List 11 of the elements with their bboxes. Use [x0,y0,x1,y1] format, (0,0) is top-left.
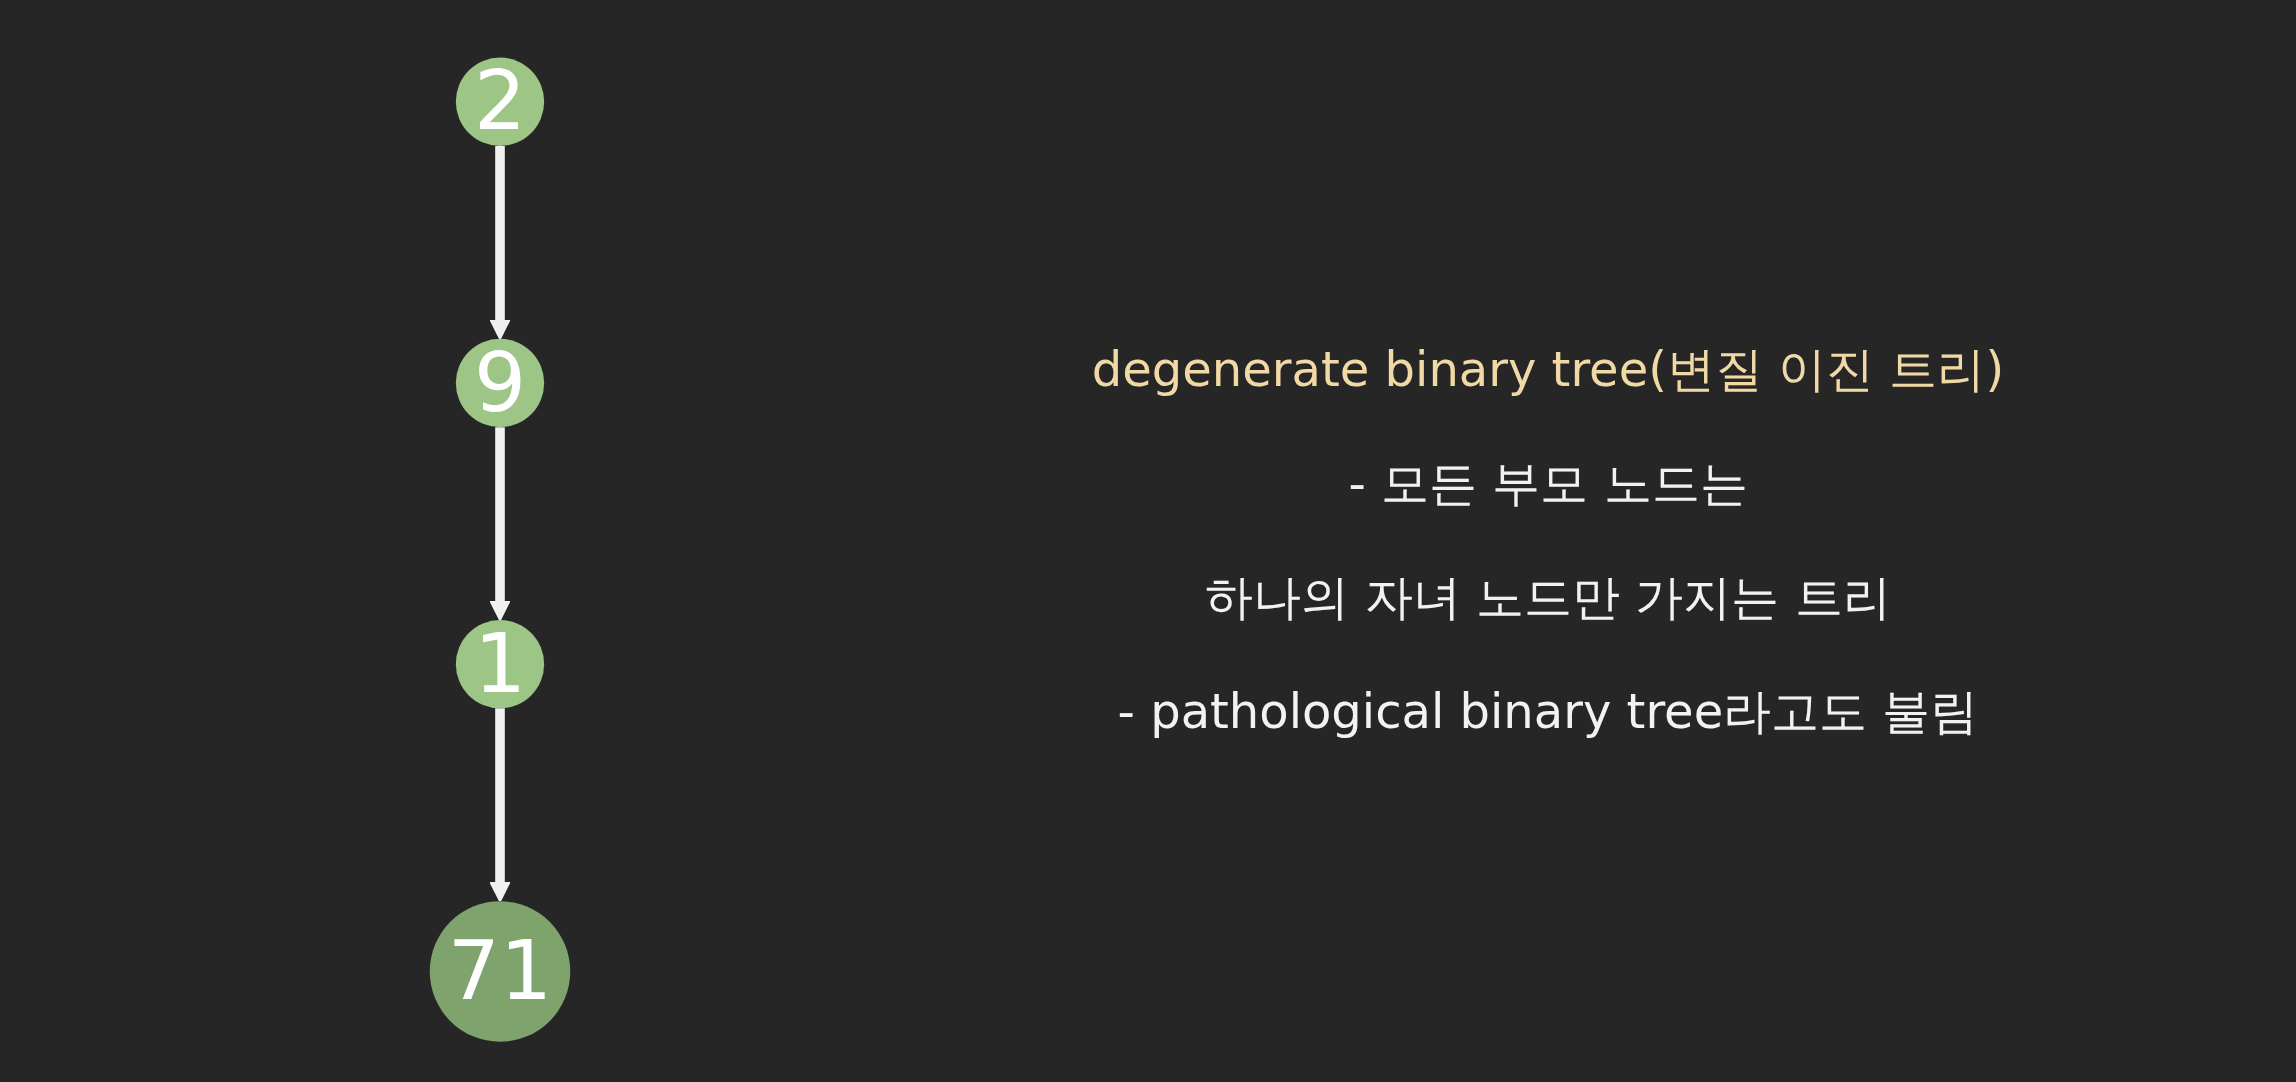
arrow [489,427,511,621]
node-circle: 1 [455,620,545,709]
node-circle: 71 [429,901,571,1042]
note-text: - pathological binary tree라고도 불림 [1117,682,1979,741]
arrow [489,708,511,903]
node-circle: 9 [455,338,545,428]
note-text: 하나의 자녀 노드만 가지는 트리 [1205,568,1891,627]
arrow [489,145,511,340]
note-text: - 모든 부모 노드는 [1348,454,1748,513]
node-circle: 2 [455,57,545,146]
heading-text: degenerate binary tree(변질 이진 트리) [1091,340,2005,399]
